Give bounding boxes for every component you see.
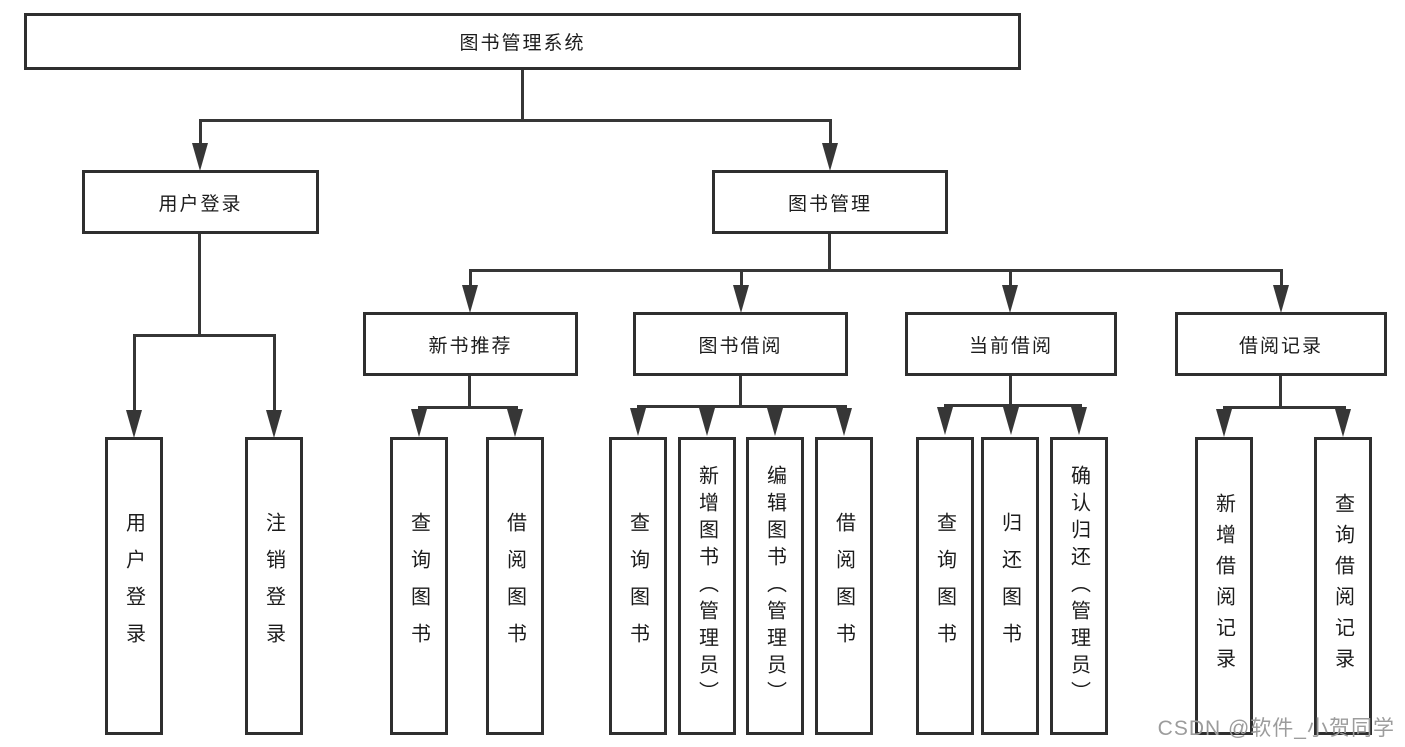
leaf-label: 新增借阅记录: [1212, 493, 1235, 679]
connector-line: [740, 269, 743, 288]
node-new-book-recommend: 新书推荐: [363, 312, 578, 376]
leaf-label: 用户登录: [122, 512, 145, 660]
connector-line: [1223, 406, 1346, 409]
connector-line: [273, 334, 276, 413]
leaf-label: 注销登录: [262, 512, 285, 660]
arrowhead-down-icon: [836, 408, 852, 436]
connector-line: [199, 119, 832, 122]
connector-line: [468, 376, 471, 409]
leaf-query-borrow-record: 查询借阅记录: [1314, 437, 1372, 735]
node-root: 图书管理系统: [24, 13, 1021, 70]
arrowhead-down-icon: [411, 409, 427, 437]
connector-line: [828, 234, 831, 272]
arrowhead-down-icon: [630, 408, 646, 436]
connector-line: [944, 404, 1082, 407]
arrowhead-down-icon: [126, 410, 142, 438]
connector-line: [829, 119, 832, 145]
arrowhead-down-icon: [266, 410, 282, 438]
connector-line: [469, 269, 1283, 272]
node-book-borrowing: 图书借阅: [633, 312, 848, 376]
leaf-label: 查询图书: [407, 512, 430, 660]
leaf-label: 新增图书（管理员）: [695, 464, 718, 708]
arrowhead-down-icon: [1003, 407, 1019, 435]
arrowhead-down-icon: [1335, 409, 1351, 437]
leaf-label: 借阅图书: [832, 512, 855, 660]
arrowhead-down-icon: [822, 143, 838, 171]
arrowhead-down-icon: [767, 408, 783, 436]
arrowhead-down-icon: [192, 143, 208, 171]
node-borrowing-records: 借阅记录: [1175, 312, 1387, 376]
connector-line: [739, 376, 742, 408]
connector-line: [1279, 376, 1282, 409]
arrowhead-down-icon: [1216, 409, 1232, 437]
connector-line: [133, 334, 136, 413]
leaf-label: 查询图书: [626, 512, 649, 660]
leaf-confirm-return-admin: 确认归还（管理员）: [1050, 437, 1108, 735]
connector-line: [637, 405, 847, 408]
arrowhead-down-icon: [733, 285, 749, 313]
arrowhead-down-icon: [1273, 285, 1289, 313]
leaf-label: 查询图书: [933, 512, 956, 660]
node-book-management: 图书管理: [712, 170, 948, 234]
leaf-current-query-books: 查询图书: [916, 437, 974, 735]
node-user-login: 用户登录: [82, 170, 319, 234]
arrowhead-down-icon: [937, 407, 953, 435]
connector-line: [1009, 375, 1012, 407]
leaf-add-books-admin: 新增图书（管理员）: [678, 437, 736, 735]
leaf-user-login: 用户登录: [105, 437, 163, 735]
node-current-borrowing: 当前借阅: [905, 312, 1117, 376]
leaf-logout: 注销登录: [245, 437, 303, 735]
leaf-label: 归还图书: [998, 512, 1021, 660]
arrowhead-down-icon: [462, 285, 478, 313]
leaf-label: 确认归还（管理员）: [1067, 464, 1090, 708]
connector-line: [1009, 269, 1012, 288]
leaf-return-books: 归还图书: [981, 437, 1039, 735]
arrowhead-down-icon: [1002, 285, 1018, 313]
connector-line: [198, 234, 201, 337]
connector-line: [199, 119, 202, 145]
leaf-add-borrow-record: 新增借阅记录: [1195, 437, 1253, 735]
connector-line: [521, 69, 524, 121]
leaf-label: 编辑图书（管理员）: [763, 464, 786, 708]
leaf-label: 查询借阅记录: [1331, 493, 1354, 679]
leaf-label: 借阅图书: [503, 512, 526, 660]
leaf-rec-query-books: 查询图书: [390, 437, 448, 735]
leaf-borrow-books: 借阅图书: [815, 437, 873, 735]
leaf-borrow-query-books: 查询图书: [609, 437, 667, 735]
leaf-rec-borrow-books: 借阅图书: [486, 437, 544, 735]
connector-line: [469, 269, 472, 288]
arrowhead-down-icon: [1071, 407, 1087, 435]
csdn-watermark: CSDN @软件_小贺同学: [1157, 717, 1395, 740]
arrowhead-down-icon: [507, 409, 523, 437]
arrowhead-down-icon: [699, 408, 715, 436]
connector-line: [1280, 269, 1283, 288]
leaf-edit-books-admin: 编辑图书（管理员）: [746, 437, 804, 735]
connector-line: [133, 334, 276, 337]
connector-line: [418, 406, 518, 409]
